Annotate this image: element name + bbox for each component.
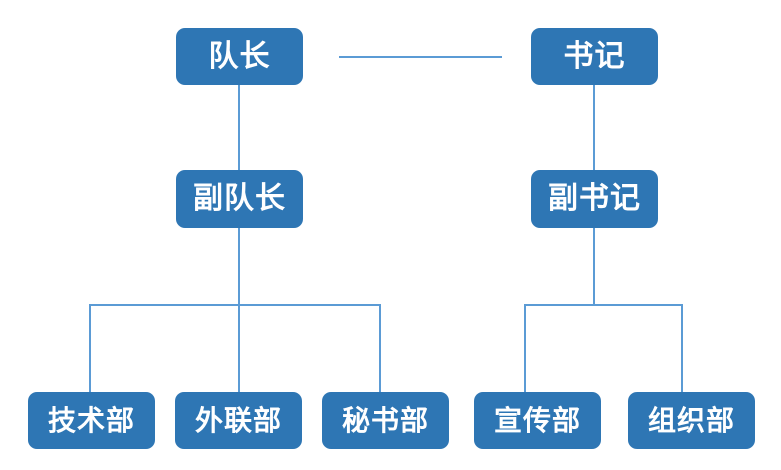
connector-right-bus xyxy=(524,304,683,306)
node-publicity-dept[interactable]: 宣传部 xyxy=(474,392,601,449)
connector-drop-organization xyxy=(681,304,683,392)
node-secretariat-dept[interactable]: 秘书部 xyxy=(322,392,449,449)
node-tech-dept-label: 技术部 xyxy=(47,404,135,436)
connector-secretary-deputysecretary xyxy=(593,85,595,170)
node-deputy-secretary-label: 副书记 xyxy=(548,182,641,215)
connector-deputysecretary-stem xyxy=(593,228,595,305)
connector-drop-publicity xyxy=(524,304,526,392)
node-secretary-label: 书记 xyxy=(563,39,626,73)
connector-captain-secretary xyxy=(339,56,502,58)
node-deputy-captain-label: 副队长 xyxy=(193,182,286,215)
connector-deputycaptain-stem xyxy=(238,228,240,305)
node-organization-dept-label: 组织部 xyxy=(647,404,735,436)
connector-captain-deputycaptain xyxy=(238,85,240,170)
node-captain[interactable]: 队长 xyxy=(176,28,303,85)
node-tech-dept[interactable]: 技术部 xyxy=(28,392,155,449)
node-secretariat-dept-label: 秘书部 xyxy=(341,404,429,436)
node-captain-label: 队长 xyxy=(208,39,271,73)
node-secretary[interactable]: 书记 xyxy=(531,28,658,85)
connector-drop-liaison xyxy=(238,304,240,392)
node-deputy-secretary[interactable]: 副书记 xyxy=(531,170,658,228)
node-publicity-dept-label: 宣传部 xyxy=(493,404,581,436)
node-liaison-dept-label: 外联部 xyxy=(194,404,282,436)
node-deputy-captain[interactable]: 副队长 xyxy=(176,170,303,228)
connector-left-bus xyxy=(89,304,381,306)
connector-drop-tech xyxy=(89,304,91,392)
connector-drop-secretariat xyxy=(379,304,381,392)
node-organization-dept[interactable]: 组织部 xyxy=(628,392,755,449)
node-liaison-dept[interactable]: 外联部 xyxy=(175,392,302,449)
